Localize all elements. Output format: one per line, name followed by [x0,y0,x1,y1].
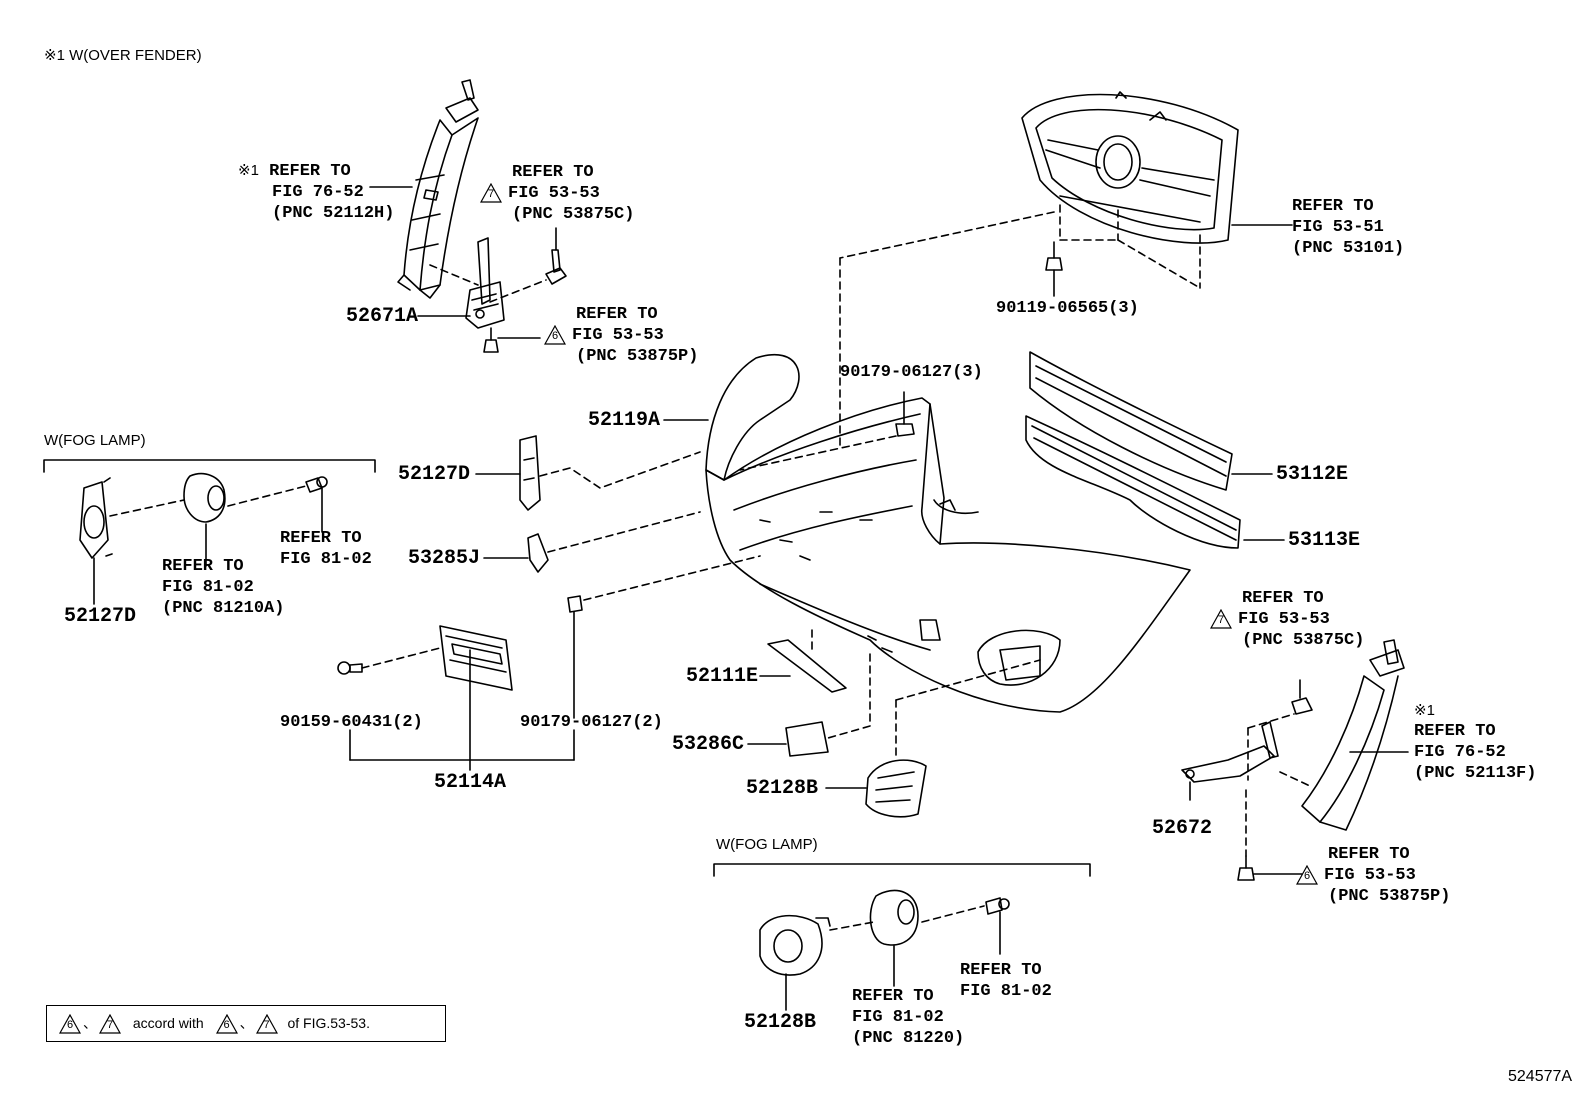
note-6-icon: 6 [215,1014,238,1034]
note-7-icon: 7 [480,183,502,203]
part-number: 52119A [588,409,661,432]
note-7-icon: 7 [255,1014,278,1034]
part-number: 90159-60431(2) [280,713,423,732]
refer-callout: REFER TO FIG 81-02 [960,961,1052,1001]
part-number: 52672 [1152,817,1213,840]
clip-90179-top-drawing [739,391,915,471]
grille-upper-drawing [839,91,1293,451]
over-fender-left-drawing [369,79,479,299]
refer-callout: ※1 REFER TO FIG 76-52 (PNC 52113F) [1414,702,1537,783]
refer-callout: REFER TO FIG 81-02 (PNC 81210A) [162,557,285,618]
refer-callout: REFER TO FIG 53-51 (PNC 53101) [1292,197,1405,258]
group-label-fog-lamp-left: W(FOG LAMP) [44,432,146,449]
refer-callout: REFER TO FIG 81-02 [280,529,372,569]
strip-52111E-drawing [759,629,847,693]
note-7-icon: 7 [99,1014,121,1034]
note-6-icon: 6 [1296,865,1318,885]
over-fender-right-drawing [1181,639,1409,881]
bumper-cover-drawing [663,353,1191,713]
note-6-icon: 6 [544,325,566,345]
fog-lamp-bottom-drawing [713,863,1091,1011]
note-6-icon: 6 [59,1014,81,1034]
part-number: 90179-06127(2) [520,713,663,732]
part-number: 90119-06565(3) [996,299,1139,318]
part-number: 52127D [398,463,471,486]
lower-grilles-drawing [1025,351,1285,549]
header-note: ※1 W(OVER FENDER) [44,47,202,64]
fog-lamp-left-drawing [43,459,376,605]
figure-id: 524577A [1508,1068,1573,1085]
part-number: 52671A [346,305,419,328]
part-number: 52127D [64,605,137,628]
part-number: 53285J [408,547,481,570]
bracket-52671A-drawing [417,227,567,353]
group-label-fog-lamp-bottom: W(FOG LAMP) [716,836,818,853]
part-number: 52114A [434,771,507,794]
footnote-box: 6、7 accord with 6、7 of FIG.53-53. [46,1005,446,1042]
part-number: 53286C [672,733,745,756]
part-number: 52128B [744,1011,817,1034]
bracket-52127D-drawing [475,435,701,511]
bezel-52128B-mid-drawing [825,659,1041,818]
cap-53285J-drawing [483,511,701,573]
part-number: 53112E [1276,463,1349,486]
note-7-icon: 7 [1210,609,1232,629]
part-number: 52111E [686,665,759,688]
part-number: 52128B [746,777,819,800]
refer-callout: REFER TO FIG 81-02 (PNC 81220) [852,987,965,1048]
license-bracket-drawing [337,555,761,771]
part-number: 90179-06127(3) [840,363,983,382]
part-number: 53113E [1288,529,1361,552]
refer-callout: ※1 REFER TO FIG 76-52 (PNC 52112H) [238,162,395,223]
cap-53286C-drawing [747,653,871,757]
